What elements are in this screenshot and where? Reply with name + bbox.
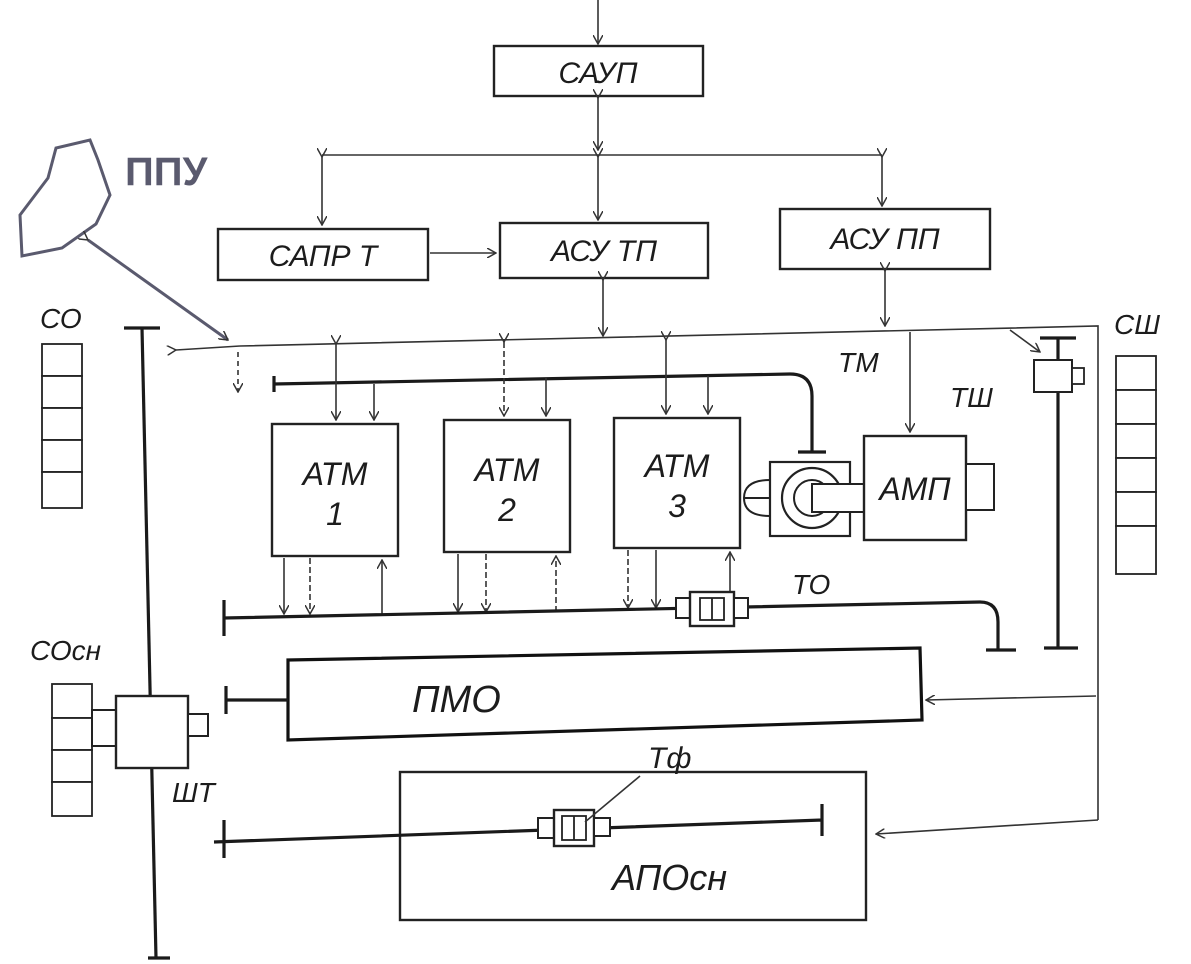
ppu-label: ППУ — [125, 150, 209, 194]
atm1-number: 1 — [326, 496, 344, 532]
sapr-label: САПР Т — [269, 240, 380, 273]
tf-carriage-right — [593, 817, 611, 837]
amp-gripper — [742, 460, 865, 538]
tm-rail — [272, 372, 826, 454]
bus-left-arrow — [176, 346, 241, 350]
csh-label: СШ — [1114, 309, 1160, 340]
atm1-box — [270, 422, 400, 558]
atm3-label: АТМ — [643, 448, 710, 484]
to-carriage-right — [733, 597, 749, 619]
co-label: СО — [40, 303, 82, 334]
atm2-label: АТМ — [473, 452, 540, 488]
sht-carriage — [114, 694, 190, 770]
tsh-carriage-side — [1071, 367, 1085, 385]
tsh-carriage — [1033, 359, 1073, 393]
cosn-label: СОсн — [30, 635, 101, 666]
tf-rail — [213, 804, 824, 858]
cosn-storage — [51, 683, 93, 817]
asutp-label: АСУ ТП — [549, 235, 657, 268]
ppu-link-arrow — [88, 240, 228, 342]
asutp-box — [498, 221, 710, 280]
ppu-sketch — [18, 138, 112, 258]
atm3-number: 3 — [668, 488, 686, 524]
cosn-connector — [91, 709, 117, 747]
to-carriage-left — [675, 597, 691, 619]
asupp-label: АСУ ПП — [828, 223, 940, 256]
atm1-label: АТМ — [301, 456, 368, 492]
amp-box — [862, 434, 968, 542]
sht-label: ШТ — [172, 777, 217, 808]
tsh-label: ТШ — [950, 382, 993, 413]
csh-storage — [1115, 355, 1157, 575]
tf-carriage-left — [537, 817, 555, 839]
amp-side-block — [965, 463, 995, 511]
sht-carriage-side — [187, 713, 209, 737]
saup-label: САУП — [559, 57, 638, 90]
pmo-conveyor — [286, 646, 924, 742]
pmo-label: ПМО — [412, 679, 501, 721]
tsh-control-arrow — [1009, 329, 1040, 352]
to-rail — [222, 600, 1016, 652]
tf-label: Тф — [648, 742, 691, 775]
aposn-label: АПОсн — [610, 857, 727, 898]
main-bus — [239, 325, 1099, 820]
aposn-control-arrow — [876, 819, 1099, 834]
atm3-box — [612, 416, 742, 550]
tf-leader-line — [584, 775, 641, 823]
tm-label: ТМ — [838, 347, 879, 378]
aposn-box — [398, 770, 868, 922]
atm2-box — [442, 418, 572, 554]
atm2-number: 2 — [497, 492, 516, 528]
co-storage — [41, 343, 83, 509]
to-label: ТО — [792, 569, 830, 600]
sht-vertical-rail — [140, 327, 158, 959]
amp-label: АМП — [877, 471, 951, 507]
pmo-control-arrow — [926, 696, 1097, 700]
